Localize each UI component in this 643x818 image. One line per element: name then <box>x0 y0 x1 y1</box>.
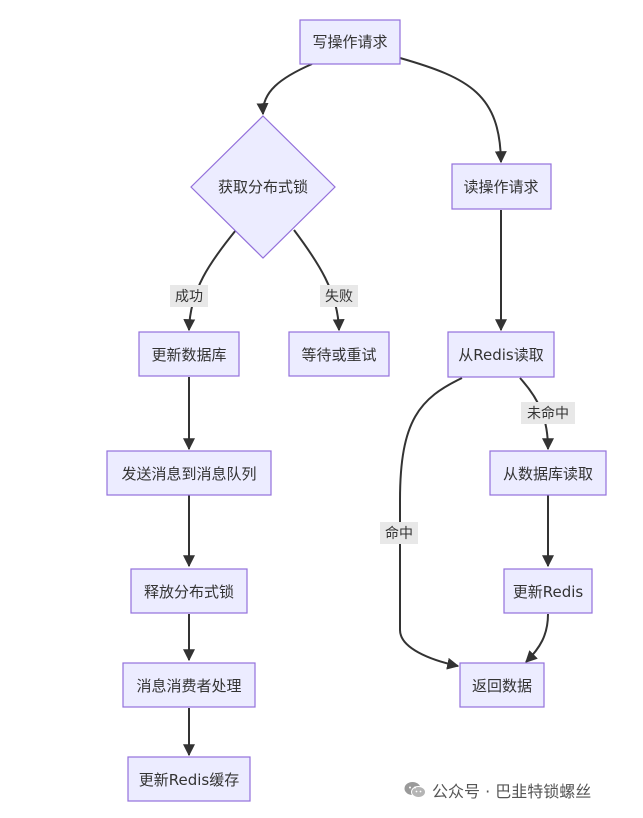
edge-update-redis-to-return <box>525 613 549 663</box>
node-write-request: 写操作请求 <box>299 19 401 65</box>
wechat-icon <box>404 782 426 798</box>
svg-text:命中: 命中 <box>385 525 413 542</box>
edge-write-to-lock <box>256 63 313 116</box>
edge-label-hit: 命中 <box>380 522 418 544</box>
node-consumer-process: 消息消费者处理 <box>122 662 256 708</box>
edge-redis-to-return-hit <box>399 377 463 670</box>
svg-text:从Redis读取: 从Redis读取 <box>458 346 543 364</box>
node-update-db: 更新数据库 <box>138 331 240 377</box>
svg-text:未命中: 未命中 <box>527 405 569 422</box>
node-return-data: 返回数据 <box>459 662 545 708</box>
svg-text:成功: 成功 <box>175 289 203 305</box>
edge-label-success: 成功 <box>170 285 208 307</box>
svg-text:从数据库读取: 从数据库读取 <box>503 465 593 483</box>
svg-text:返回数据: 返回数据 <box>472 677 532 695</box>
node-send-message: 发送消息到消息队列 <box>106 450 272 496</box>
svg-text:消息消费者处理: 消息消费者处理 <box>136 677 241 695</box>
node-read-db: 从数据库读取 <box>489 450 607 496</box>
svg-text:获取分布式锁: 获取分布式锁 <box>218 178 308 196</box>
svg-text:读操作请求: 读操作请求 <box>463 178 538 196</box>
svg-text:发送消息到消息队列: 发送消息到消息队列 <box>121 465 256 483</box>
watermark: 公众号 · 巴韭特锁螺丝 <box>404 778 591 802</box>
edge-lock-to-wait <box>293 229 345 332</box>
edge-label-fail: 失败 <box>320 285 358 307</box>
svg-text:释放分布式锁: 释放分布式锁 <box>144 583 234 601</box>
node-wait-retry: 等待或重试 <box>288 331 390 377</box>
svg-text:更新Redis缓存: 更新Redis缓存 <box>139 771 239 789</box>
edge-label-miss: 未命中 <box>521 402 575 424</box>
node-read-redis: 从Redis读取 <box>447 331 555 378</box>
node-read-request: 读操作请求 <box>451 163 552 210</box>
node-update-redis-cache: 更新Redis缓存 <box>127 756 251 802</box>
svg-text:失败: 失败 <box>325 289 353 305</box>
svg-text:等待或重试: 等待或重试 <box>301 346 376 364</box>
edge-write-to-read <box>399 57 507 164</box>
node-release-lock: 释放分布式锁 <box>130 568 248 614</box>
svg-text:更新Redis: 更新Redis <box>513 583 584 601</box>
svg-text:写操作请求: 写操作请求 <box>312 33 387 51</box>
node-acquire-lock: 获取分布式锁 <box>190 115 336 259</box>
edge-lock-to-update-db <box>183 229 237 332</box>
svg-text:更新数据库: 更新数据库 <box>151 346 226 364</box>
node-update-redis: 更新Redis <box>503 568 593 614</box>
watermark-text: 公众号 · 巴韭特锁螺丝 <box>432 782 592 801</box>
